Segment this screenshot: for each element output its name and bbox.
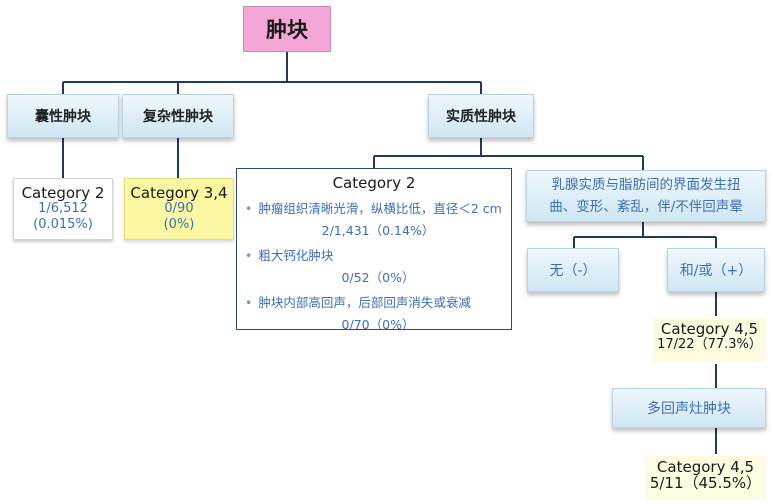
solid-mass-node: 实质性肿块 (428, 94, 534, 138)
complex-mass-node: 复杂性肿块 (122, 94, 234, 138)
final-category: Category 4,5 (656, 458, 755, 476)
option-present-label: 和/或（+） (679, 263, 753, 279)
multi-echo-mass-label: 多回声灶肿块 (647, 401, 731, 417)
complex-fraction: 0/90 (164, 201, 194, 216)
option-absent-node: 无（-） (527, 248, 619, 292)
benign-criterion-2-value: 0/52（0%） (341, 270, 415, 285)
complex-mass-label: 复杂性肿块 (143, 109, 213, 125)
present-category: Category 4,5 (660, 320, 759, 338)
interface-line-1: 乳腺实质与脂肪间的界面发生扭 (551, 177, 741, 193)
complex-percent: (0%) (163, 217, 195, 232)
final-value: 5/11（45.5%） (649, 474, 762, 492)
present-result-box: Category 4,5 17/22（77.3%） (653, 318, 766, 362)
solid-benign-category: Category 2 (332, 174, 416, 192)
interface-line-2: 曲、变形、紊乱，伴/不伴回声晕 (549, 199, 743, 215)
benign-criterion-3-value: 0/70（0%） (341, 317, 415, 332)
cystic-percent: (0.015%) (33, 217, 93, 232)
root-label: 肿块 (266, 18, 308, 42)
final-result-box: Category 4,5 5/11（45.5%） (645, 456, 766, 500)
root-node-mass: 肿块 (243, 6, 331, 52)
solid-mass-label: 实质性肿块 (446, 109, 516, 125)
cystic-result-box: Category 2 1/6,512 (0.015%) (13, 178, 113, 240)
cystic-category: Category 2 (21, 184, 105, 202)
benign-criterion-1-value: 2/1,431（0.14%） (321, 223, 435, 238)
benign-criterion-1: •肿瘤组织清晰光滑，纵横比低，直径＜2 cm 2/1,431（0.14%） (245, 198, 511, 239)
cystic-mass-label: 囊性肿块 (35, 109, 91, 125)
cystic-mass-node: 囊性肿块 (7, 94, 119, 138)
solid-benign-box: Category 2 •肿瘤组织清晰光滑，纵横比低，直径＜2 cm 2/1,43… (236, 168, 512, 333)
multi-echo-mass-node: 多回声灶肿块 (612, 388, 766, 428)
present-value: 17/22（77.3%） (657, 337, 762, 352)
option-absent-label: 无（-） (549, 263, 597, 279)
interface-distortion-node: 乳腺实质与脂肪间的界面发生扭 曲、变形、紊乱，伴/不伴回声晕 (526, 170, 766, 222)
cystic-fraction: 1/6,512 (38, 201, 88, 216)
benign-criterion-3: •肿块内部高回声，后部回声消失或衰减 0/70（0%） (245, 292, 511, 333)
complex-category: Category 3,4 (130, 184, 228, 202)
complex-result-box: Category 3,4 0/90 (0%) (124, 178, 234, 240)
option-present-node: 和/或（+） (667, 248, 765, 292)
benign-criterion-2: •粗大钙化肿块 0/52（0%） (245, 245, 511, 286)
